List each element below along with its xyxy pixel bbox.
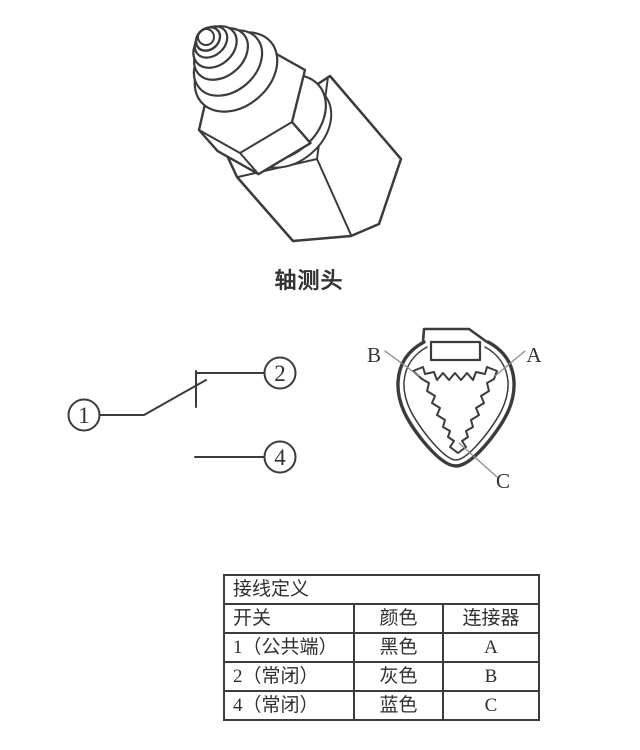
probe-isometric-drawing <box>192 25 403 243</box>
cell-connector-1: A <box>442 632 540 663</box>
connector-face-view: B A C <box>367 327 542 493</box>
connector-label-c: C <box>496 469 510 493</box>
connector-outer-shell <box>396 340 516 468</box>
terminal-circle-2 <box>263 356 297 390</box>
switch-schematic: 1 2 4 <box>67 356 297 474</box>
connector-tab-slot <box>429 340 482 362</box>
terminal-label-1: 1 <box>78 403 90 428</box>
header-switch: 开关 <box>223 603 355 634</box>
table-title: 接线定义 <box>223 574 540 605</box>
terminal-label-2: 2 <box>274 361 286 386</box>
terminal-circle-4 <box>263 440 297 474</box>
table-row: 1（公共端） 黑色 A <box>223 632 540 663</box>
probe-caption: 轴测头 <box>274 268 344 293</box>
table-row: 2（常闭） 灰色 B <box>223 661 540 692</box>
header-connector: 连接器 <box>442 603 540 634</box>
switch-wires <box>99 370 265 458</box>
connector-tab <box>421 327 489 344</box>
probe-hex-nut-edges <box>198 121 293 176</box>
cell-switch-1: 1（公共端） <box>223 632 355 663</box>
cell-color-1: 黑色 <box>353 632 444 663</box>
cell-connector-4: C <box>442 690 540 721</box>
table-row: 4（常闭） 蓝色 C <box>223 690 540 721</box>
cell-connector-2: B <box>442 661 540 692</box>
connector-label-b: B <box>367 343 381 367</box>
terminal-circle-1 <box>67 398 101 432</box>
connector-inner-shell <box>403 346 509 461</box>
connector-label-a: A <box>526 343 542 367</box>
wiring-definition-table: 接线定义 开关 颜色 连接器 1（公共端） 黑色 A 2（常闭） 灰色 B 4（… <box>223 574 540 721</box>
connector-keyway <box>412 366 498 454</box>
table-header-row: 开关 颜色 连接器 <box>223 603 540 634</box>
table-title-row: 接线定义 <box>223 574 540 605</box>
probe-button-inner <box>197 28 215 46</box>
cell-switch-2: 2（常闭） <box>223 661 355 692</box>
connector-leader-lines <box>384 350 526 478</box>
cell-color-4: 蓝色 <box>353 690 444 721</box>
terminal-label-4: 4 <box>274 445 286 470</box>
header-color: 颜色 <box>353 603 444 634</box>
cell-color-2: 灰色 <box>353 661 444 692</box>
cell-switch-4: 4（常闭） <box>223 690 355 721</box>
